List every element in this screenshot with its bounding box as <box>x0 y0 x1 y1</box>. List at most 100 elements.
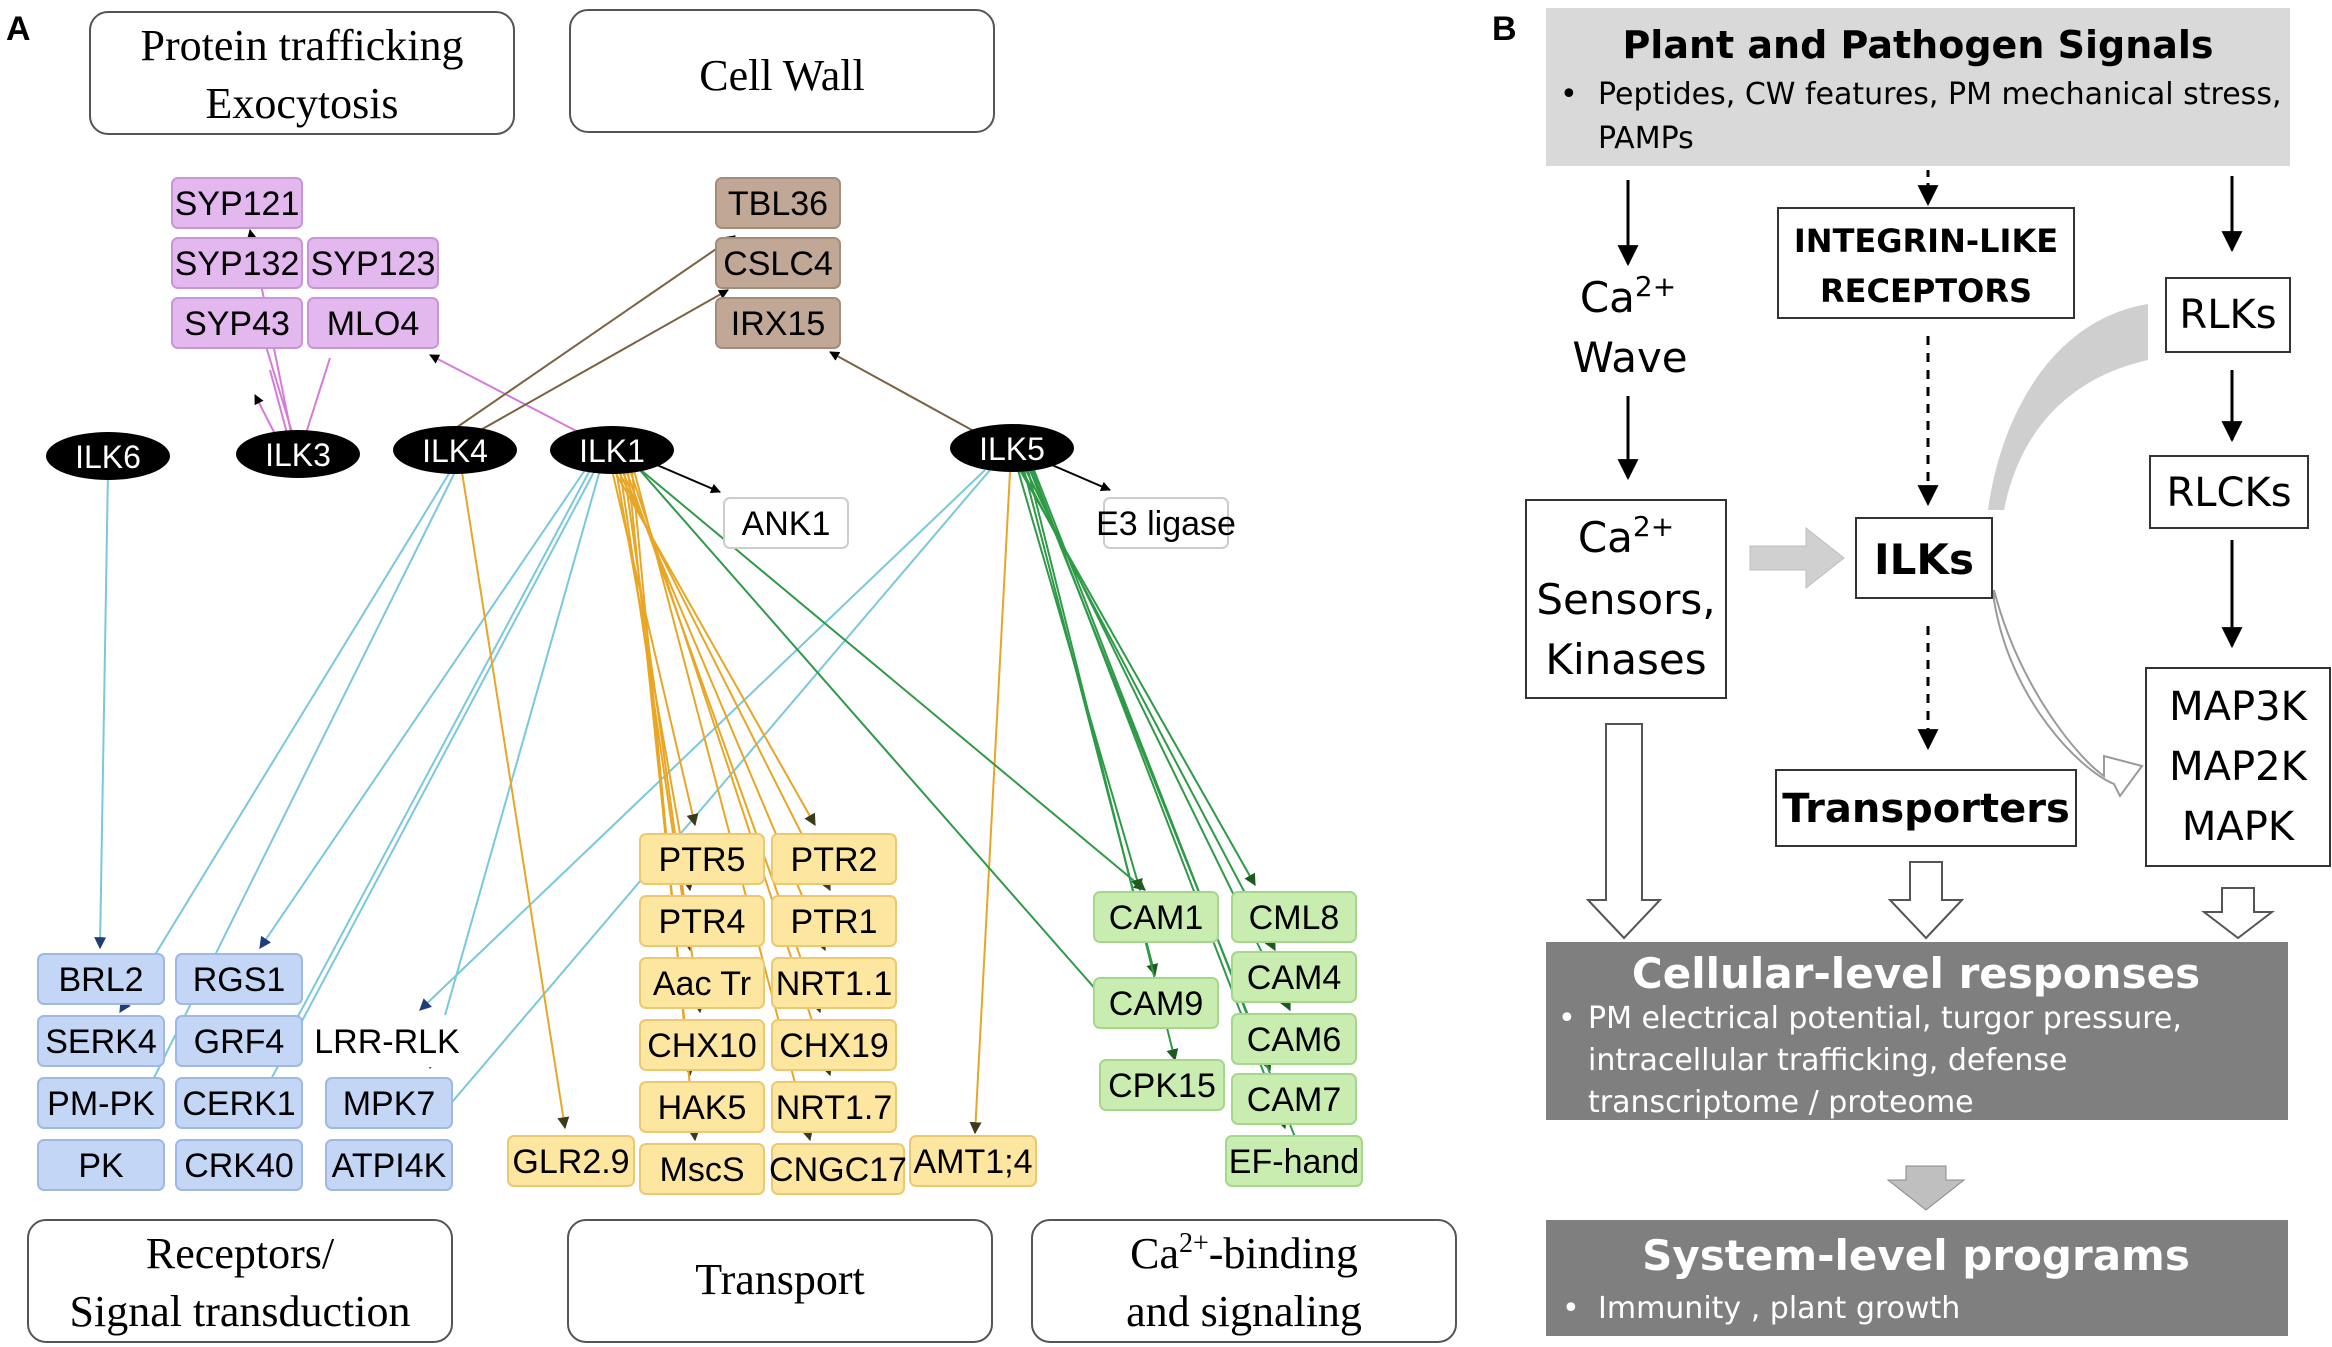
category-protein-trafficking-line2: Exocytosis <box>205 79 398 128</box>
svg-text:CAM1: CAM1 <box>1109 899 1203 937</box>
targets-protein-trafficking: SYP121 SYP132 SYP123 SYP43 MLO4 <box>171 177 439 349</box>
svg-text:EF-hand: EF-hand <box>1229 1143 1359 1181</box>
target-node: GRF4 <box>175 1015 303 1067</box>
svg-text:MAP3K: MAP3K <box>2169 684 2308 730</box>
rlcks-box: RLCKs <box>2149 455 2309 529</box>
target-node: SYP123 <box>307 237 439 289</box>
svg-text:System-level programs: System-level programs <box>1642 1231 2190 1280</box>
cellular-box: Cellular-level responses • PM electrical… <box>1546 942 2288 1120</box>
ilks-box: ILKs <box>1855 517 1993 599</box>
target-node: Aac Tr <box>639 957 765 1009</box>
signals-box: Plant and Pathogen Signals • Peptides, C… <box>1546 8 2290 166</box>
svg-text:intracellular trafficking, de: intracellular trafficking, defense <box>1588 1043 2068 1078</box>
arrow-mapk-to-cellular <box>2201 887 2275 940</box>
ilk-node: ILK1 <box>550 426 674 474</box>
svg-text:ILK6: ILK6 <box>75 439 141 475</box>
svg-text:MPK7: MPK7 <box>343 1085 436 1123</box>
target-node: EF-hand <box>1225 1135 1363 1187</box>
integrin-box: INTEGRIN-LIKE RECEPTORS <box>1777 207 2075 319</box>
svg-text:RLKs: RLKs <box>2179 292 2276 338</box>
signals-bullet: • <box>1560 77 1578 112</box>
target-node: SERK4 <box>37 1015 165 1067</box>
target-node: CAM7 <box>1231 1073 1357 1125</box>
category-receptors-line2: Signal transduction <box>70 1287 411 1336</box>
signals-title: Plant and Pathogen Signals <box>1622 23 2213 67</box>
svg-text:INTEGRIN-LIKE: INTEGRIN-LIKE <box>1794 222 2058 260</box>
panel-b: B Plant and Pathogen Signals • Peptides,… <box>1492 8 2331 1336</box>
category-transport-label: Transport <box>695 1255 865 1304</box>
svg-text:PM electrical potential, turgo: PM electrical potential, turgor pressure… <box>1588 1001 2182 1036</box>
svg-text:Transporters: Transporters <box>1782 786 2070 832</box>
svg-text:HAK5: HAK5 <box>658 1089 747 1127</box>
ilk-node: ILK6 <box>46 432 170 480</box>
svg-text:PM-PK: PM-PK <box>47 1085 155 1123</box>
targets-receptors: BRL2 RGS1 SERK4 GRF4 LRR-RLK PM-PK CERK1… <box>37 953 463 1191</box>
target-node: PTR2 <box>771 833 897 885</box>
targets-cell-wall: TBL36 CSLC4 IRX15 <box>715 177 841 349</box>
target-node: CML8 <box>1231 891 1357 943</box>
target-node: PTR4 <box>639 895 765 947</box>
svg-text:GRF4: GRF4 <box>194 1023 285 1061</box>
svg-text:NRT1.7: NRT1.7 <box>776 1089 893 1127</box>
svg-text:Ca2+: Ca2+ <box>1578 510 1674 562</box>
target-node: CHX19 <box>771 1019 897 1071</box>
svg-text:CHX19: CHX19 <box>779 1027 889 1065</box>
svg-text:CAM6: CAM6 <box>1247 1021 1341 1059</box>
svg-text:CAM9: CAM9 <box>1109 985 1203 1023</box>
svg-text:SYP132: SYP132 <box>175 245 300 283</box>
target-node: BRL2 <box>37 953 165 1005</box>
svg-text:ANK1: ANK1 <box>742 505 831 543</box>
category-cell-wall-label: Cell Wall <box>699 51 865 100</box>
transporters-box: Transporters <box>1775 769 2077 847</box>
svg-text:SYP121: SYP121 <box>175 185 300 223</box>
arrow-sensors-to-ilks <box>1749 526 1845 590</box>
category-ca-binding-line2: and signaling <box>1126 1287 1362 1336</box>
arrow-ilks-to-mapk <box>1993 589 2144 798</box>
panel-a: A Protein trafficking Exocytosis Cell Wa… <box>6 9 1457 1343</box>
rlks-box: RLKs <box>2165 277 2291 353</box>
category-cell-wall: Cell Wall <box>569 9 995 133</box>
target-node: CSLC4 <box>715 237 841 289</box>
target-node: MLO4 <box>307 297 439 349</box>
target-node: SYP121 <box>171 177 303 229</box>
svg-text:CAM4: CAM4 <box>1247 959 1341 997</box>
svg-text:CAM7: CAM7 <box>1247 1081 1341 1119</box>
signals-line2: PAMPs <box>1598 121 1694 156</box>
edges-black <box>649 461 1111 494</box>
target-node: NRT1.1 <box>771 957 897 1009</box>
target-node: CAM9 <box>1093 977 1219 1029</box>
target-node: PTR1 <box>771 895 897 947</box>
target-node: ATPI4K <box>325 1139 453 1191</box>
target-node: TBL36 <box>715 177 841 229</box>
targets-ca-binding: CAM1 CML8 CAM4 CAM9 CAM6 CPK15 CAM7 EF-h… <box>1093 891 1363 1187</box>
target-node: E3 ligase <box>1096 497 1236 549</box>
svg-text:PTR5: PTR5 <box>659 841 746 879</box>
target-node: RGS1 <box>175 953 303 1005</box>
svg-text:ILK4: ILK4 <box>422 433 488 469</box>
svg-text:transcriptome / proteome: transcriptome / proteome <box>1588 1085 1974 1120</box>
ilk-node: ILK3 <box>236 430 360 478</box>
target-node: CAM1 <box>1093 891 1219 943</box>
category-transport: Transport <box>567 1219 993 1343</box>
target-node: PM-PK <box>37 1077 165 1129</box>
svg-text:PTR1: PTR1 <box>791 903 878 941</box>
svg-text:ILKs: ILKs <box>1874 535 1974 584</box>
target-node: CAM4 <box>1231 951 1357 1003</box>
target-node: SYP132 <box>171 237 303 289</box>
category-protein-trafficking-line1: Protein trafficking <box>141 21 464 70</box>
svg-text:Immunity , plant growth: Immunity , plant growth <box>1598 1291 1960 1326</box>
svg-text:Kinases: Kinases <box>1545 635 1706 684</box>
svg-text:MLO4: MLO4 <box>327 305 420 343</box>
svg-text:NRT1.1: NRT1.1 <box>776 965 893 1003</box>
svg-text:Aac Tr: Aac Tr <box>653 965 751 1003</box>
target-node: GLR2.9 <box>507 1135 635 1187</box>
arrow-cellular-to-system <box>1886 1165 1966 1211</box>
category-receptors: Receptors/ Signal transduction <box>27 1219 453 1343</box>
ilk-nodes: ILK6 ILK3 ILK4 ILK1 ILK5 <box>46 424 1074 480</box>
svg-text:ILK1: ILK1 <box>579 433 645 469</box>
svg-text:CHX10: CHX10 <box>647 1027 757 1065</box>
target-node: CHX10 <box>639 1019 765 1071</box>
target-node: AMT1;4 <box>909 1135 1037 1187</box>
svg-text:AMT1;4: AMT1;4 <box>913 1143 1032 1181</box>
target-node: CRK40 <box>175 1139 303 1191</box>
